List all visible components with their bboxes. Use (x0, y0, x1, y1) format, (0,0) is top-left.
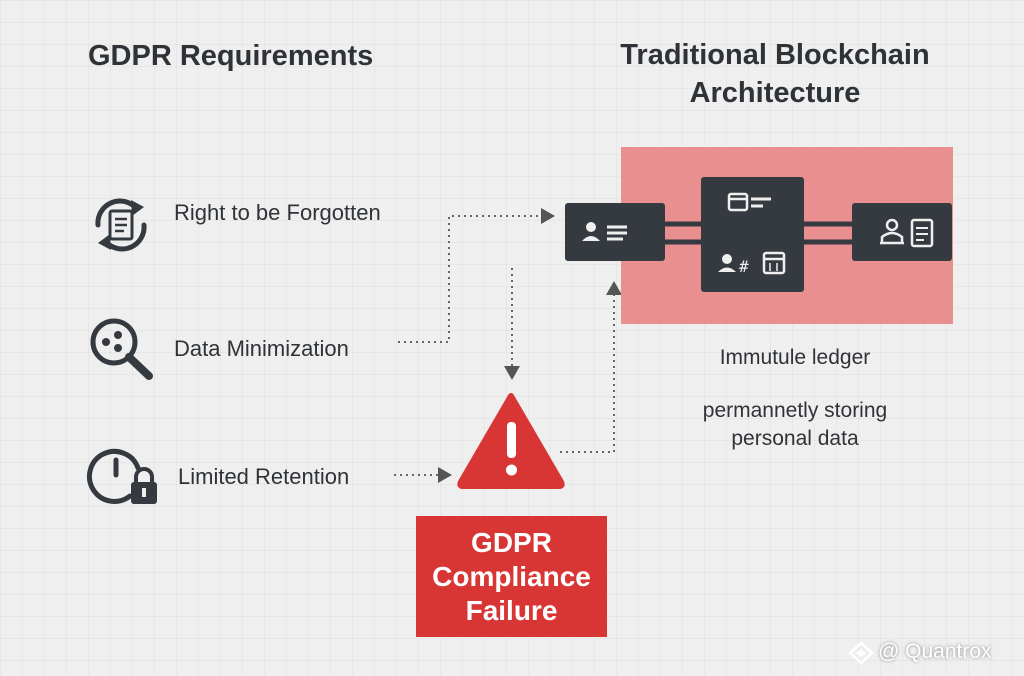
failure-line-1: GDPR (471, 526, 552, 558)
ledger-caption: Immutule ledger (719, 346, 871, 369)
storage-caption-line-1: permannetly storing (702, 399, 888, 422)
calendar-records-icon: # (718, 192, 786, 276)
gdpr-compliance-failure-box: GDPR Compliance Failure (416, 516, 607, 637)
requirement-limited-retention: Limited Retention (178, 464, 350, 489)
clock-lock-icon (86, 448, 157, 504)
gdpr-requirements-heading: GDPR Requirements (88, 40, 374, 72)
chain-block-2: # (701, 177, 804, 292)
svg-text:#: # (739, 257, 749, 276)
warning-triangle-icon (457, 393, 565, 489)
watermark-logo-icon (848, 641, 874, 665)
chain-block-1 (565, 203, 665, 261)
storage-caption: permannetly storing personal data (640, 397, 950, 453)
connector-minimization-to-chain (398, 208, 555, 343)
blockchain-architecture-heading: Traditional Blockchain Architecture (600, 36, 950, 112)
failure-line-2: Compliance (432, 560, 591, 592)
watermark-text: @ Quantrox (878, 640, 992, 663)
requirement-right-to-be-forgotten: Right to be Forgotten (174, 200, 381, 225)
requirement-data-minimization: Data Minimization (174, 336, 349, 361)
failure-line-3: Failure (465, 594, 558, 626)
document-cycle-icon (95, 198, 147, 252)
heading-line-2: Architecture (689, 77, 861, 109)
user-record-icon (582, 222, 627, 241)
chain-block-3 (852, 203, 952, 261)
magnifier-icon (90, 318, 153, 380)
heading-line-1: Traditional Blockchain (620, 39, 930, 71)
id-document-icon (880, 218, 934, 248)
storage-caption-line-2: personal data (731, 427, 859, 450)
connector-alert-to-chain (560, 281, 622, 453)
